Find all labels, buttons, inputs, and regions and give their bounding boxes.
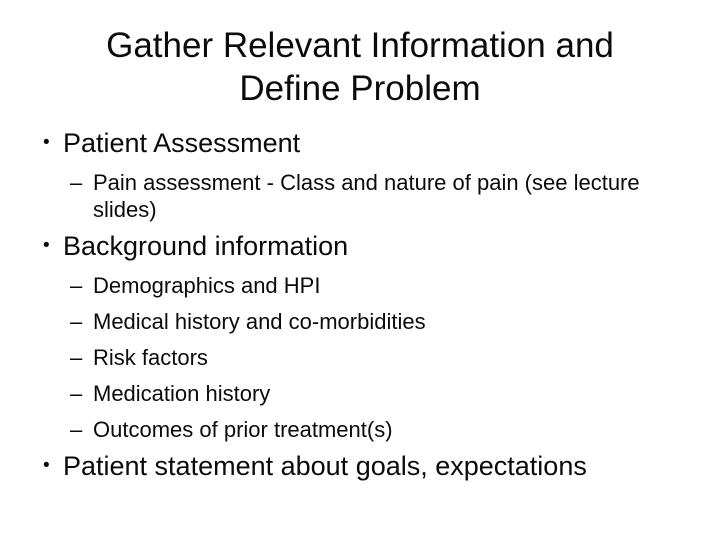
dash-icon: – bbox=[70, 381, 83, 406]
sub-bullet-item-medical-history: – Medical history and co-morbidities bbox=[70, 308, 696, 335]
bullet-item-patient-statement: • Patient statement about goals, expecta… bbox=[36, 449, 696, 483]
slide-title-line1: Gather Relevant Information and bbox=[106, 26, 614, 65]
dash-icon: – bbox=[70, 309, 83, 334]
sub-bullet-text: Medication history bbox=[93, 380, 270, 407]
bullet-item-background-information: • Background information bbox=[36, 229, 696, 263]
dash-icon: – bbox=[70, 417, 83, 442]
sub-bullet-line: Outcomes of prior treatment(s) bbox=[93, 417, 393, 442]
sub-bullet-text: Pain assessment - Class and nature of pa… bbox=[93, 169, 640, 223]
sub-bullet-item-medication-history: – Medication history bbox=[70, 380, 696, 407]
bullet-icon: • bbox=[43, 455, 50, 476]
sub-bullet-text: Demographics and HPI bbox=[93, 272, 320, 299]
dash-icon: – bbox=[70, 273, 83, 298]
dash-icon: – bbox=[70, 170, 83, 195]
bullet-text: Patient Assessment bbox=[63, 128, 301, 158]
sub-bullet-text: Medical history and co-morbidities bbox=[93, 308, 426, 335]
sub-bullet-line: Pain assessment - Class and nature of pa… bbox=[93, 170, 640, 195]
sub-bullet-line: Demographics and HPI bbox=[93, 273, 321, 298]
sub-bullet-item-risk-factors: – Risk factors bbox=[70, 344, 696, 371]
bullet-text: Background information bbox=[63, 231, 349, 261]
sub-bullet-text: Risk factors bbox=[93, 344, 208, 371]
sub-bullet-item-outcomes-prior-treatment: – Outcomes of prior treatment(s) bbox=[70, 416, 696, 443]
sub-bullet-line: Medication history bbox=[93, 381, 271, 406]
bullet-icon: • bbox=[43, 235, 50, 256]
sub-bullet-line: slides) bbox=[93, 197, 157, 222]
sub-bullet-item-demographics: – Demographics and HPI bbox=[70, 272, 696, 299]
bullet-item-patient-assessment: • Patient Assessment bbox=[36, 126, 696, 160]
bullet-icon: • bbox=[43, 132, 50, 153]
slide-body: • Patient Assessment – Pain assessment -… bbox=[36, 126, 696, 483]
sub-bullet-line: Medical history and co-morbidities bbox=[93, 309, 426, 334]
sub-bullet-item-pain-assessment: – Pain assessment - Class and nature of … bbox=[70, 169, 696, 223]
sub-bullet-line: Risk factors bbox=[93, 345, 208, 370]
sub-bullet-text: Outcomes of prior treatment(s) bbox=[93, 416, 393, 443]
dash-icon: – bbox=[70, 345, 83, 370]
slide-title-line2: Define Problem bbox=[239, 69, 481, 108]
slide-title: Gather Relevant Information and Define P… bbox=[0, 24, 720, 110]
bullet-text: Patient statement about goals, expectati… bbox=[63, 451, 587, 481]
